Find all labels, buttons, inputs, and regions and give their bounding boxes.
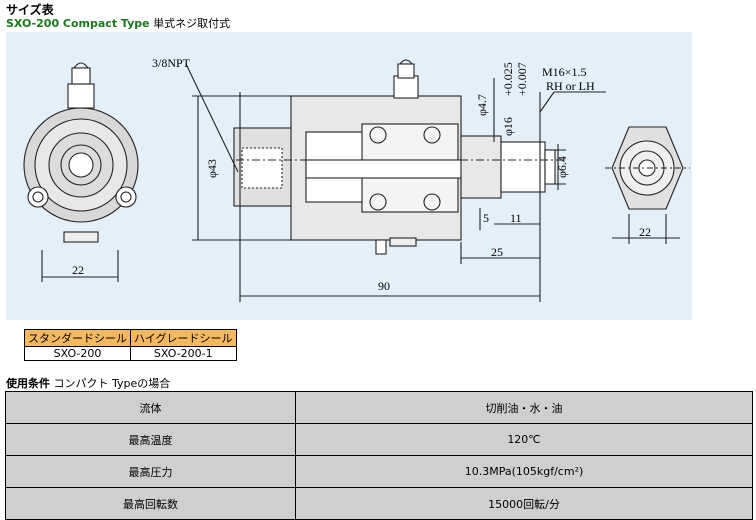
npt-label: 3/8NPT [152, 56, 191, 70]
section-view-center [185, 59, 606, 302]
table-row: 最高回転数 15000回転/分 [5, 487, 753, 520]
dim-22-left-label: 22 [72, 263, 84, 277]
tol-upper-label: +0.025 [501, 62, 515, 96]
table-row: 流体 切削油・水・油 [5, 391, 753, 424]
technical-drawing: 3/8NPT M16×1.5 RH or LH φ43 φ4.7 φ16 +0.… [6, 32, 692, 320]
table-row: 最高温度 120℃ [5, 423, 753, 456]
front-view-left [23, 62, 139, 282]
drawing-svg: 3/8NPT M16×1.5 RH or LH φ43 φ4.7 φ16 +0.… [23, 56, 690, 302]
seal-header-highgrade: ハイグレードシール [130, 329, 237, 347]
condition-value: 10.3MPa(105kgf/cm²) [295, 455, 753, 488]
dim-90-label: 90 [378, 279, 390, 293]
thread-label: M16×1.5 [542, 65, 586, 79]
mount-type: 単式ネジ取付式 [153, 17, 231, 30]
condition-label: 流体 [5, 391, 296, 424]
conditions-subtitle: コンパクト Typeの場合 [53, 377, 171, 390]
condition-label: 最高温度 [5, 423, 296, 456]
page-title: サイズ表 [6, 3, 54, 17]
seal-value-highgrade: SXO-200-1 [130, 346, 237, 361]
dia43-label: φ43 [205, 159, 219, 178]
condition-value: 120℃ [295, 423, 753, 456]
product-subtitle: SXO-200 Compact Type 単式ネジ取付式 [6, 15, 230, 31]
condition-value: 15000回転/分 [295, 487, 753, 520]
conditions-heading: 使用条件 コンパクト Typeの場合 [6, 375, 170, 391]
condition-value: 切削油・水・油 [295, 391, 753, 424]
seal-header-standard: スタンダードシール [24, 329, 131, 347]
condition-label: 最高圧力 [5, 455, 296, 488]
dia16-label: φ16 [501, 117, 515, 136]
conditions-table: 流体 切削油・水・油 最高温度 120℃ 最高圧力 10.3MPa(105kgf… [5, 391, 753, 520]
direction-label: RH or LH [546, 79, 595, 93]
dia64-label: φ6.4 [555, 156, 569, 178]
seal-value-standard: SXO-200 [24, 346, 131, 361]
dim-25-label: 25 [491, 245, 503, 259]
conditions-title: 使用条件 [6, 377, 50, 390]
seal-table: スタンダードシール ハイグレードシール SXO-200 SXO-200-1 [24, 329, 237, 361]
tol-lower-label: +0.007 [515, 62, 529, 96]
dia47-label: φ4.7 [475, 94, 489, 116]
dim-5-label: 5 [483, 211, 489, 225]
dim-22-right-label: 22 [639, 225, 651, 239]
hex-view-right [605, 126, 690, 244]
condition-label: 最高回転数 [5, 487, 296, 520]
dim-11-label: 11 [510, 211, 522, 225]
model-name: SXO-200 Compact Type [6, 17, 150, 30]
table-row: 最高圧力 10.3MPa(105kgf/cm²) [5, 455, 753, 488]
